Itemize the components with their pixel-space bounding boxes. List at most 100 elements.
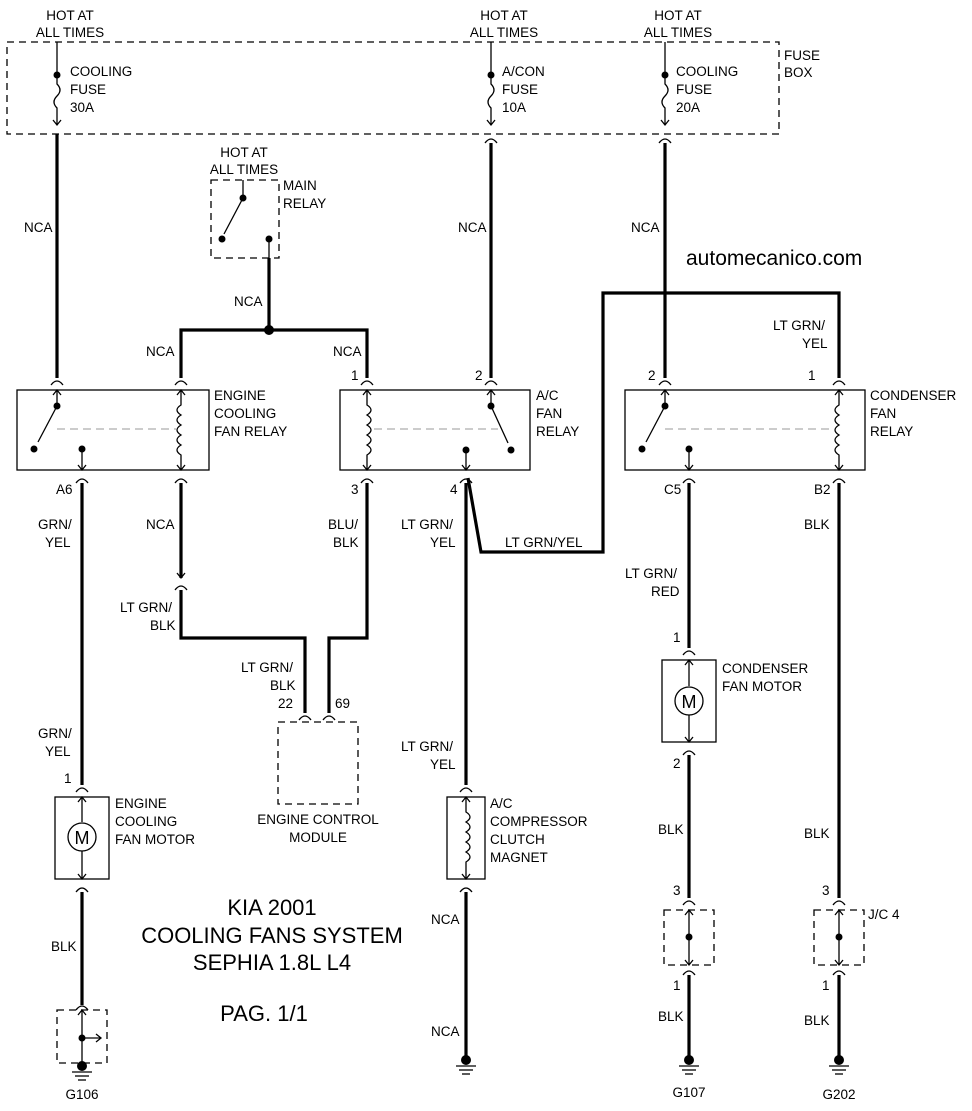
all-times-label-3: ALL TIMES	[644, 25, 712, 40]
middle-wires	[80, 483, 841, 898]
wire-nca-ac-coil: NCA	[333, 344, 362, 359]
pin-ecm-22: 22	[278, 696, 293, 711]
title-line-1: KIA 2001	[227, 895, 316, 920]
ground-label-g107: G107	[672, 1085, 705, 1100]
ac-relay-label-2: FAN	[536, 406, 562, 421]
hot-at-label-2: HOT AT	[480, 8, 528, 23]
wire-nca-ecf: NCA	[146, 344, 175, 359]
wire-ltgrn-yel-4-1: LT GRN/	[401, 517, 453, 532]
fuse-10-label-3: 10A	[502, 100, 526, 115]
title-line-2: COOLING FANS SYSTEM	[141, 923, 403, 948]
pin-ecm-69: 69	[335, 696, 350, 711]
wire-nca-ecf-out: NCA	[146, 517, 175, 532]
fuse-acon-10a: A/CON FUSE 10A	[484, 64, 545, 144]
wire-ltgrn-yel-clutch-2: YEL	[430, 757, 456, 772]
pin-ecfm-1: 1	[64, 771, 72, 786]
pin-a6: A6	[56, 482, 73, 497]
ac-compressor-clutch: LT GRN/ YEL A/C COMPRESSOR CLUTCH MAGNET	[401, 739, 588, 893]
wire-blk-g202: BLK	[804, 1013, 830, 1028]
hot-at-label-3: HOT AT	[654, 8, 702, 23]
pin-ac-4: 4	[450, 482, 458, 497]
fuse-box: FUSE BOX	[6, 41, 820, 135]
engine-control-module: LT GRN/ BLK 22 69 ENGINE CONTROL MODULE	[241, 660, 379, 845]
ground-g106: G106	[65, 1061, 99, 1102]
wire-blk-b2: BLK	[804, 517, 830, 532]
ecfm-label-2: COOLING	[115, 814, 177, 829]
fuse-30-label-3: 30A	[70, 100, 94, 115]
pin-g202-1: 1	[822, 978, 830, 993]
ac-relay-label-3: RELAY	[536, 424, 579, 439]
cond-relay-label-3: RELAY	[870, 424, 913, 439]
ground-label-g202: G202	[822, 1087, 855, 1102]
wire-ltgrn-yel-clutch-1: LT GRN/	[401, 739, 453, 754]
watermark: automecanico.com	[686, 247, 862, 270]
clutch-label-1: A/C	[490, 796, 513, 811]
ecfm-label-3: FAN MOTOR	[115, 832, 195, 847]
clutch-label-2: COMPRESSOR	[490, 814, 588, 829]
main-relay-label-2: RELAY	[283, 196, 326, 211]
wire-blu-blk-1: BLU/	[328, 517, 358, 532]
pin-ac-2: 2	[475, 368, 483, 383]
wire-nca-clutch-lower: NCA	[431, 1024, 460, 1039]
junction-connector-4: 3 J/C 4 1	[813, 883, 900, 993]
middle-wire-labels: GRN/ YEL NCA LT GRN/ BLK BLU/ BLK LT GRN…	[38, 517, 830, 633]
fuse-30-label-2: FUSE	[70, 82, 106, 97]
cond-relay-label-1: CONDENSER	[870, 388, 957, 403]
pin-cond-2: 2	[648, 368, 656, 383]
fuse-10-label-1: A/CON	[502, 64, 545, 79]
engine-cooling-fan-relay: ENGINE COOLING FAN RELAY A6	[16, 380, 287, 497]
splice-g107: 3 1	[663, 883, 715, 993]
fuse-20-label-1: COOLING	[676, 64, 738, 79]
connector-g106	[56, 1005, 108, 1064]
ecf-relay-label-3: FAN RELAY	[214, 424, 287, 439]
title-block: KIA 2001 COOLING FANS SYSTEM SEPHIA 1.8L…	[141, 895, 403, 1026]
all-times-label-1: ALL TIMES	[36, 25, 104, 40]
ac-relay-label-1: A/C	[536, 388, 559, 403]
motor-symbol-cond: M	[682, 692, 697, 712]
pin-c5: C5	[664, 482, 681, 497]
cfm-label-1: CONDENSER	[722, 661, 809, 676]
fuse-10-label-2: FUSE	[502, 82, 538, 97]
fuse-cooling-20a: COOLING FUSE 20A	[658, 64, 738, 144]
wire-grn-yel-a6-1: GRN/	[38, 517, 72, 532]
pin-cfm-1: 1	[673, 630, 681, 645]
wire-grn-yel-a6-2: YEL	[45, 535, 71, 550]
wire-ltgrn-blk-ecm-2: BLK	[270, 678, 296, 693]
wire-blu-blk-2: BLK	[333, 535, 359, 550]
wire-ltgrn-yel-cond-2: YEL	[802, 336, 828, 351]
pin-ac-3: 3	[351, 482, 359, 497]
all-times-label-2: ALL TIMES	[470, 25, 538, 40]
condenser-fan-relay: CONDENSER FAN RELAY 2 1 C5 B2	[624, 368, 957, 497]
pin-g107-1: 1	[673, 978, 681, 993]
wire-ltgrn-yel-4-2: YEL	[430, 535, 456, 550]
motor-symbol-engine: M	[75, 828, 90, 848]
main-relay: HOT AT ALL TIMES MAIN RELAY	[210, 145, 326, 259]
wire-ltgrn-yel-cond-1: LT GRN/	[773, 318, 825, 333]
title-page: PAG. 1/1	[220, 1001, 308, 1026]
wire-nca-left: NCA	[24, 220, 53, 235]
pin-g202-3: 3	[822, 883, 830, 898]
lower-wire-labels: BLK BLK BLK NCA NCA BLK BLK	[51, 822, 830, 1039]
jc4-label: J/C 4	[868, 907, 900, 922]
wire-grn-yel-motor-2: YEL	[45, 744, 71, 759]
title-line-3: SEPHIA 1.8L L4	[193, 950, 351, 975]
pin-ac-1: 1	[351, 368, 359, 383]
fuse-box-label-1: FUSE	[784, 48, 820, 63]
wire-ltgrn-blk-a-2: BLK	[150, 618, 176, 633]
ground-g107: G107	[672, 1055, 706, 1100]
upper-wires	[55, 134, 841, 554]
upper-wire-labels: NCA NCA NCA NCA NCA NCA LT GRN/ YEL	[24, 220, 828, 359]
fuse-30-label-1: COOLING	[70, 64, 132, 79]
wire-nca-clutch: NCA	[431, 912, 460, 927]
lower-wires	[80, 755, 841, 1058]
clutch-label-4: MAGNET	[490, 850, 548, 865]
wire-blk-b2-lower: BLK	[804, 826, 830, 841]
ground-clutch	[456, 1055, 476, 1075]
wire-grn-yel-motor-1: GRN/	[38, 726, 72, 741]
wire-nca-main: NCA	[234, 294, 263, 309]
fuse-cooling-30a: COOLING FUSE 30A	[52, 64, 132, 126]
wire-ltgrn-red-1: LT GRN/	[625, 566, 677, 581]
condenser-fan-motor: 1 M CONDENSER FAN MOTOR 2	[661, 630, 809, 771]
pin-b2: B2	[814, 482, 831, 497]
